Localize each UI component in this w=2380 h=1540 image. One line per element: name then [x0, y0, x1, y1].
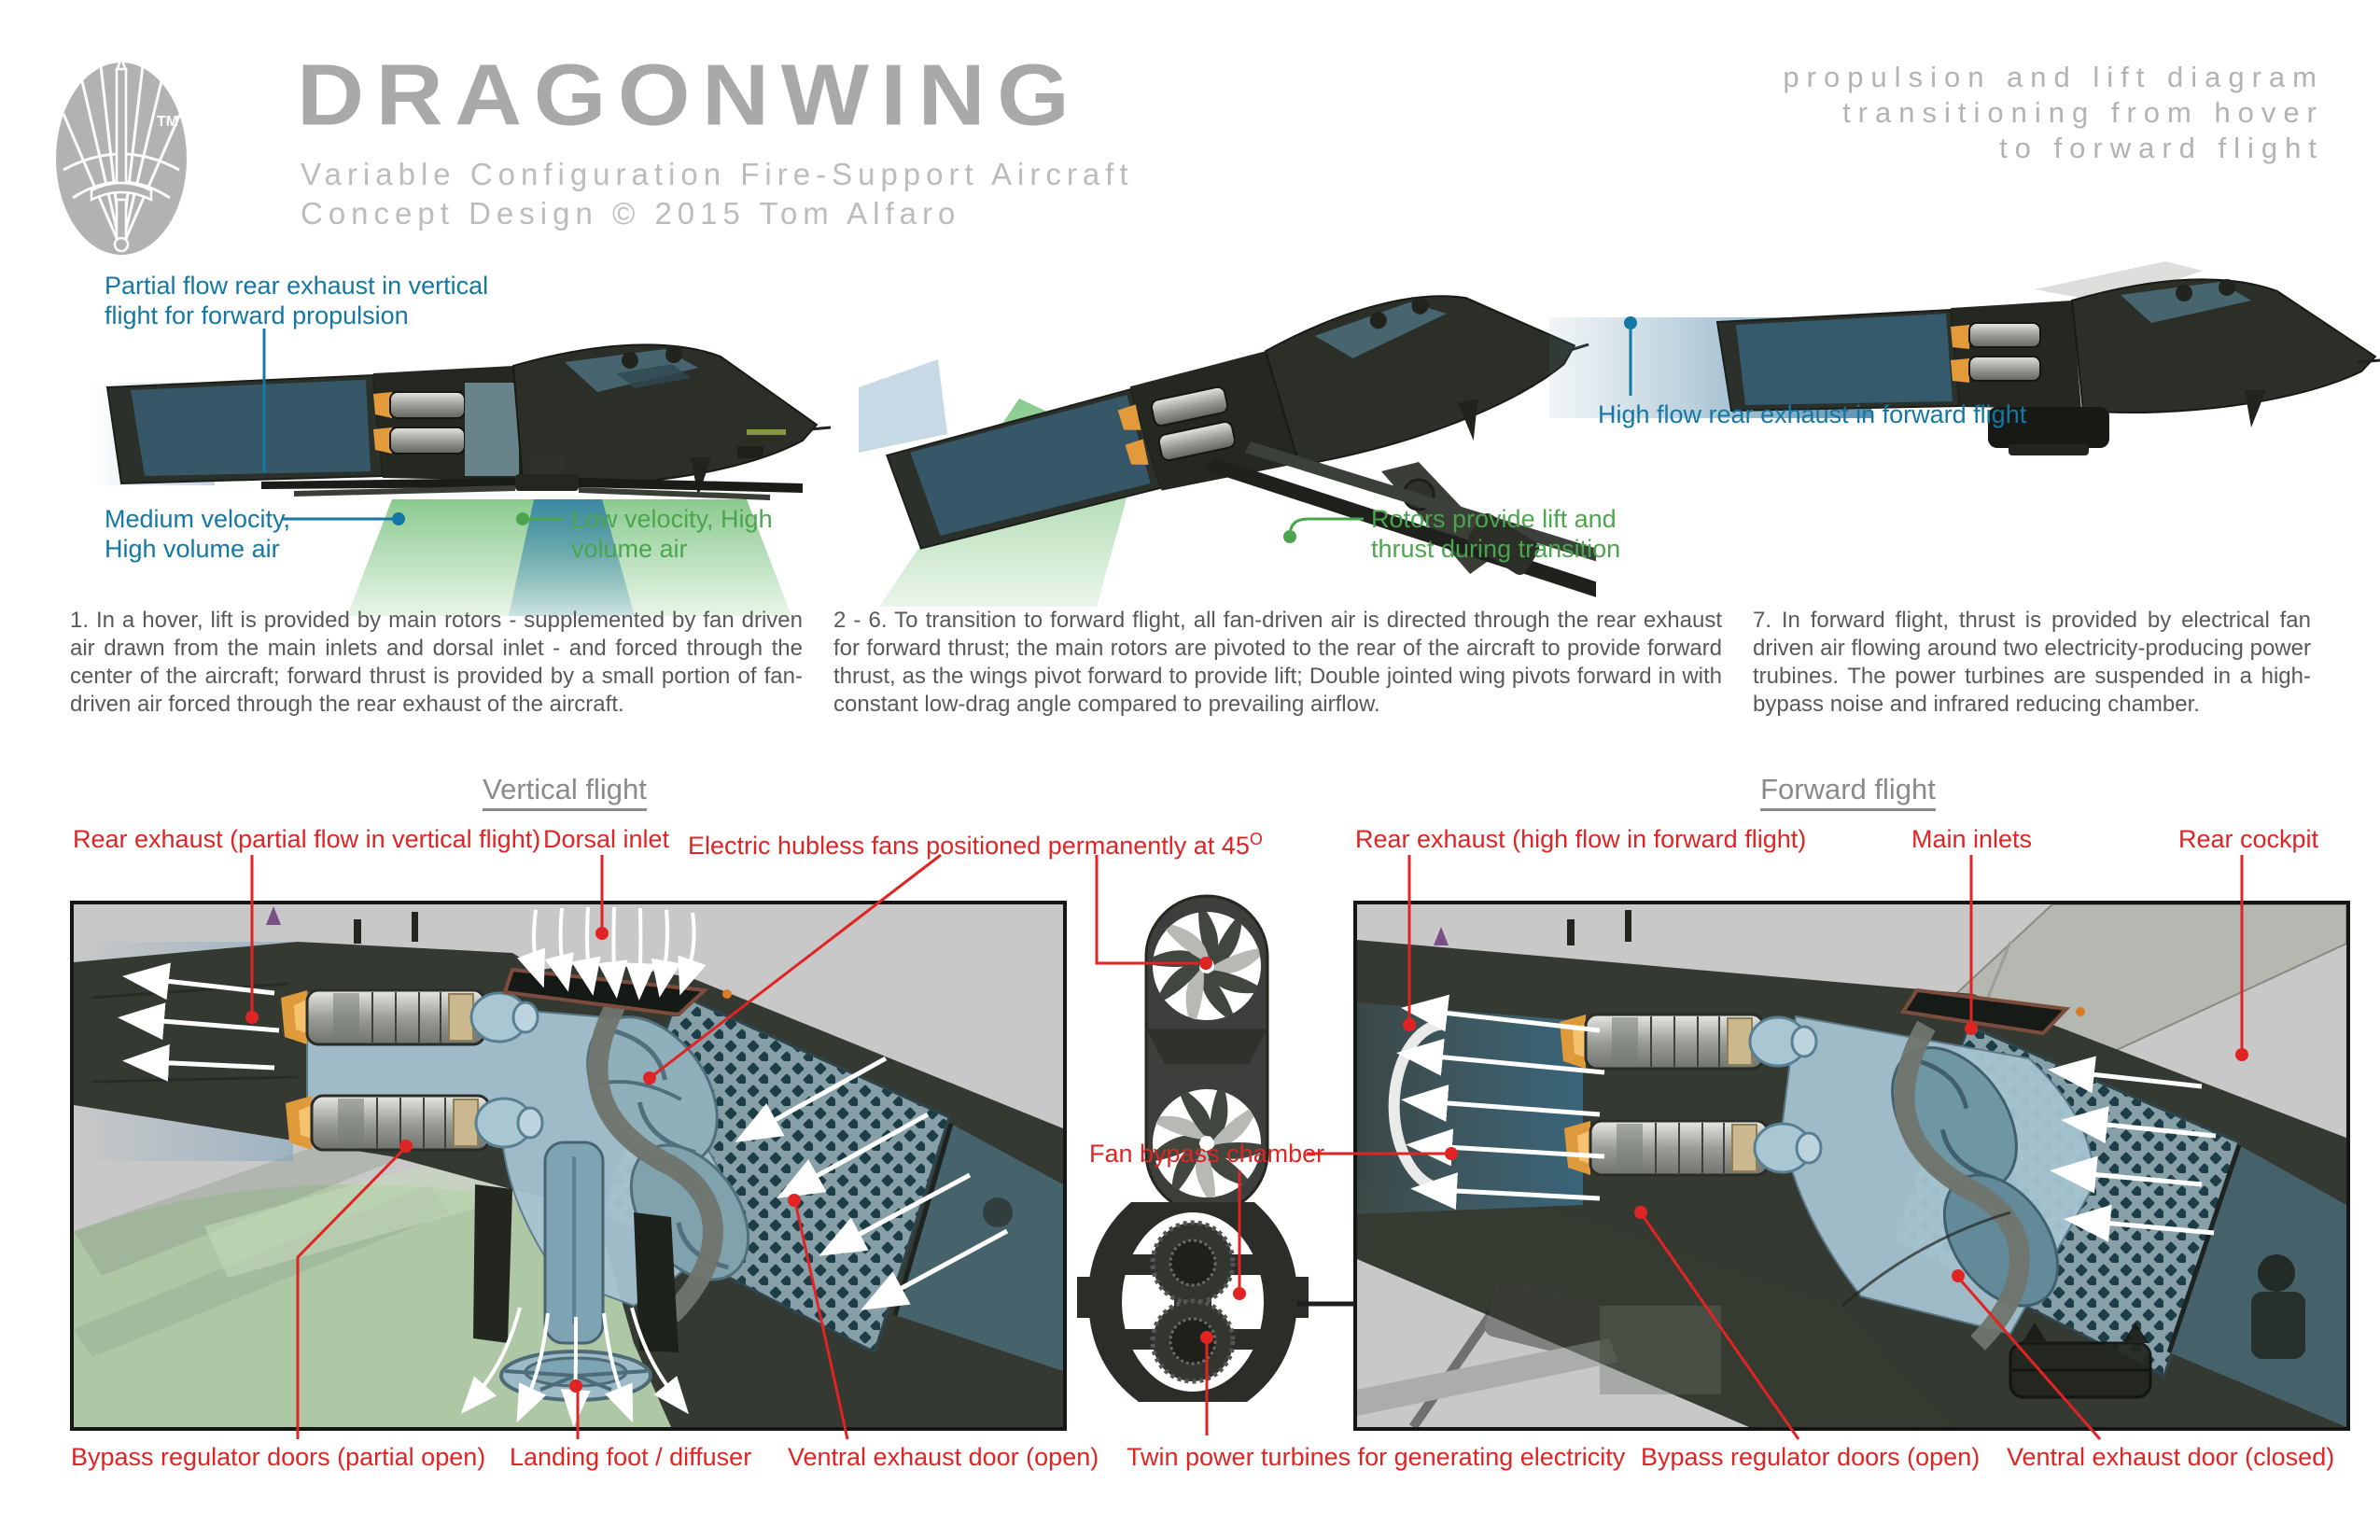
callout-rear-exhaust-high: Rear exhaust (high flow in forward fligh…	[1355, 825, 1807, 853]
annotation-line: Rotors provide lift and	[1371, 505, 1617, 533]
callout-fan-bypass: Fan bypass chamber	[1089, 1140, 1325, 1168]
section-heading-text: Vertical flight	[483, 773, 647, 811]
forward-aircraft-render	[1549, 261, 2380, 455]
annotation-line: Partial flow rear exhaust in vertical	[105, 272, 489, 300]
annotation-partial-flow: Partial flow rear exhaust in vertical fl…	[105, 271, 488, 330]
dragonwing-logo-icon: TM	[56, 56, 187, 255]
callout-ventral-open: Ventral exhaust door (open)	[788, 1443, 1099, 1471]
annotation-high-flow: High flow rear exhaust in forward flight	[1598, 400, 2027, 428]
annotation-line: Low velocity, High	[571, 505, 773, 533]
callout-rear-exhaust-partial: Rear exhaust (partial flow in vertical f…	[73, 825, 541, 853]
annotation-line: flight for forward propulsion	[105, 301, 409, 329]
tagline-line1: propulsion and lift diagram	[1783, 61, 2324, 93]
tagline-line3: to forward flight	[1999, 132, 2324, 164]
transition-aircraft-render	[859, 295, 1596, 607]
section-heading-forward: Forward flight	[1353, 773, 2343, 811]
callout-electric-fans: Electric hubless fans positioned permane…	[688, 825, 1263, 861]
brand-subtitle: Variable Configuration Fire-Support Airc…	[301, 157, 1134, 191]
callout-twin-turbines: Twin power turbines for generating elect…	[1127, 1443, 1626, 1471]
degree-sup: O	[1249, 830, 1263, 848]
callout-dorsal-inlet: Dorsal inlet	[543, 825, 670, 853]
diagram-tagline: propulsion and lift diagram transitionin…	[1400, 60, 2324, 166]
tagline-line2: transitioning from hover	[1842, 96, 2324, 129]
brand-name: DRAGONWING	[297, 47, 1082, 144]
section-heading-text: Forward flight	[1760, 773, 1936, 811]
annotation-line: volume air	[571, 535, 688, 563]
section-heading-vertical: Vertical flight	[70, 773, 1059, 811]
callout-text: Electric hubless fans positioned permane…	[688, 832, 1250, 860]
annotation-line: High volume air	[105, 535, 280, 563]
trademark: TM	[157, 114, 178, 130]
paragraph-hover: 1. In a hover, lift is provided by main …	[70, 608, 803, 717]
brand-credit: Concept Design © 2015 Tom Alfaro	[301, 196, 961, 231]
callout-bypass-open: Bypass regulator doors (open)	[1641, 1443, 1981, 1471]
annotation-line: Medium velocity,	[105, 505, 291, 533]
paragraph-forward: 7. In forward flight, thrust is provided…	[1753, 608, 2311, 717]
twin-power-turbines-icon	[1077, 1202, 1309, 1402]
callout-landing-foot: Landing foot / diffuser	[510, 1443, 752, 1471]
annotation-line: thrust during transition	[1371, 535, 1621, 563]
annotation-rotors: Rotors provide lift and thrust during tr…	[1371, 504, 1620, 564]
annotation-medium-velocity: Medium velocity, High volume air	[105, 504, 290, 564]
paragraph-transition: 2 - 6. To transition to forward flight, …	[833, 608, 1722, 717]
callout-ventral-closed: Ventral exhaust door (closed)	[2007, 1443, 2335, 1471]
forward-flight-cutaway	[1353, 901, 2350, 1431]
callout-bypass-partial: Bypass regulator doors (partial open)	[71, 1443, 486, 1471]
hover-aircraft-render	[93, 343, 831, 616]
annotation-low-velocity: Low velocity, High volume air	[571, 504, 773, 564]
callout-rear-cockpit: Rear cockpit	[2178, 825, 2319, 853]
callout-main-inlets: Main inlets	[1911, 825, 2033, 853]
vertical-flight-cutaway	[70, 901, 1067, 1431]
